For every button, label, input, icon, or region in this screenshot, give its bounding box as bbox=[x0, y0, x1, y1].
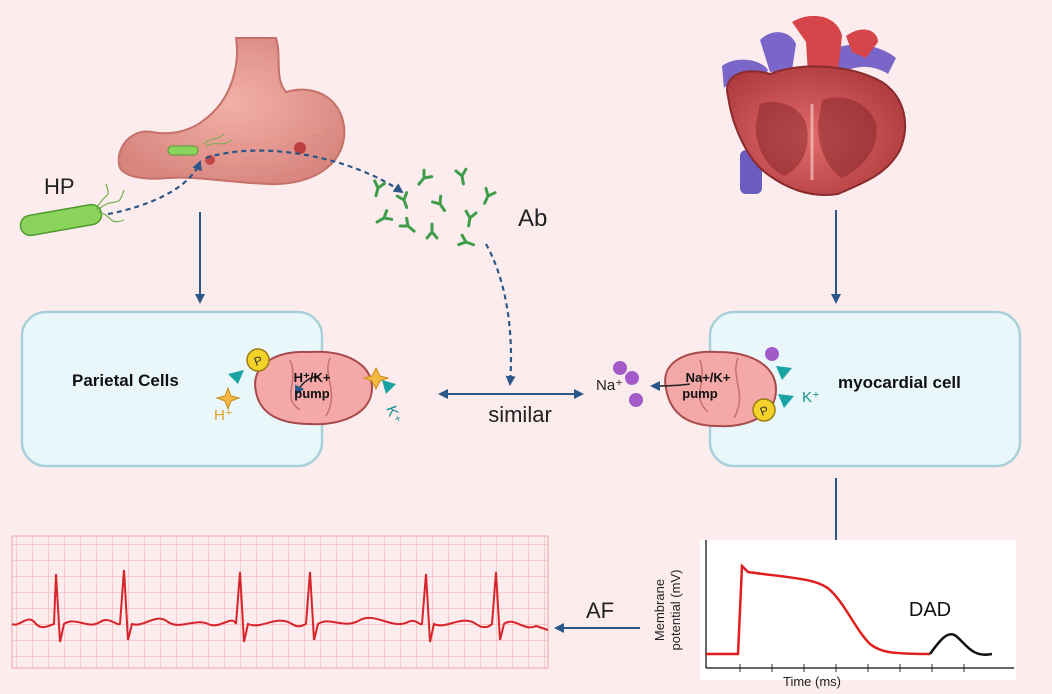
ap-ylabel-line2: potential (mV) bbox=[668, 570, 683, 651]
stomach-illustration bbox=[117, 37, 346, 186]
k-ion-label-right: K⁺ bbox=[802, 389, 820, 406]
na-ion-circle bbox=[625, 371, 639, 385]
af-label: AF bbox=[586, 598, 614, 623]
phosphate-icon bbox=[246, 348, 270, 372]
dad-label: DAD bbox=[909, 599, 951, 621]
k-ion-triangle-out bbox=[382, 380, 396, 394]
hp-to-stomach-arrow bbox=[107, 160, 202, 216]
hk-pump bbox=[254, 350, 374, 426]
k-ion-triangle bbox=[228, 370, 244, 384]
phosphate-icon-right bbox=[752, 398, 776, 422]
na-ion-circle bbox=[613, 361, 627, 375]
myocardial-cell-label: myocardial cell bbox=[838, 373, 961, 392]
ap-xlabel: Time (ms) bbox=[783, 674, 841, 689]
ecg-trace bbox=[11, 569, 549, 643]
ap-trace bbox=[706, 563, 931, 656]
na-ion-circle bbox=[765, 347, 779, 361]
antibody-label: Ab bbox=[518, 205, 547, 232]
bacterium bbox=[167, 145, 199, 156]
heart-illustration bbox=[722, 15, 907, 196]
antibody-to-similar-arrow bbox=[485, 243, 516, 386]
hk-pump-label-line2: pump bbox=[294, 386, 329, 401]
nak-pump-label-line1: Na+/K+ bbox=[686, 370, 731, 385]
h-ion-label: H⁺ bbox=[214, 407, 233, 424]
nak-pump-label-line2: pump bbox=[682, 386, 717, 401]
na-ion-label: Na⁺ bbox=[596, 377, 623, 394]
parietal-cell-label: Parietal Cells bbox=[72, 371, 179, 390]
hp-label: HP bbox=[44, 174, 75, 199]
k-ion-label: K⁺ bbox=[382, 404, 404, 427]
ecg-strip bbox=[11, 535, 549, 669]
stomach-to-antibody-arrow bbox=[205, 149, 404, 194]
nak-pump bbox=[650, 350, 778, 428]
similar-label: similar bbox=[488, 402, 552, 427]
action-potential-plot bbox=[700, 540, 1016, 680]
ap-ylabel-line1: Membrane bbox=[652, 579, 667, 641]
hp-bacterium bbox=[19, 183, 125, 237]
k-ion-triangle-right-2 bbox=[778, 394, 794, 408]
na-ion-circle bbox=[629, 393, 643, 407]
k-ion-triangle-right bbox=[776, 366, 792, 380]
hk-pump-label-line1: H⁺/K+ bbox=[294, 370, 331, 385]
antibody-cluster bbox=[373, 167, 497, 247]
h-ion-star bbox=[215, 386, 241, 411]
dad-trace bbox=[928, 633, 993, 656]
ulcer-spot bbox=[294, 142, 306, 154]
h-ion-star-out bbox=[362, 366, 390, 391]
